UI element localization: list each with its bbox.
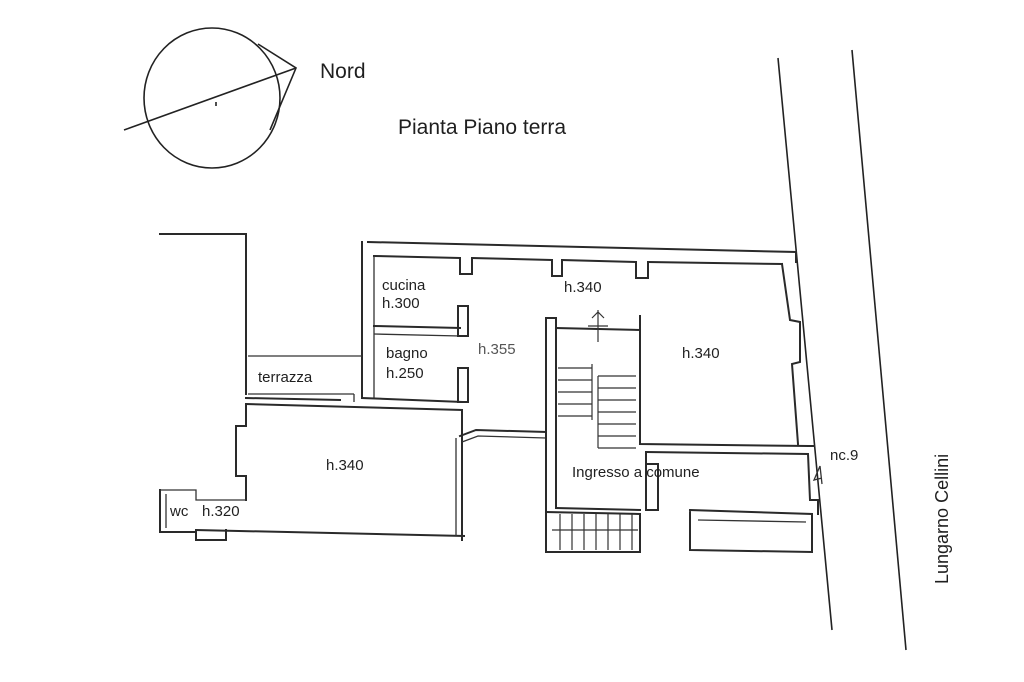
street-name: Lungarno Cellini xyxy=(932,454,952,584)
kitchen-label: cucina xyxy=(382,277,426,294)
entrance-bottom xyxy=(554,506,642,512)
kitchen-right-stub xyxy=(457,305,469,337)
main-room-height: h.340 xyxy=(326,457,364,474)
staircase xyxy=(552,310,638,550)
lower-stair-box xyxy=(544,510,641,553)
civic-number: nc.9 xyxy=(830,447,858,464)
wc-inner xyxy=(160,489,246,528)
wc-height: h.320 xyxy=(202,503,240,520)
top-hall-height: h.340 xyxy=(564,279,602,296)
wc-box xyxy=(159,489,227,541)
main-room-left xyxy=(235,403,247,501)
top-inner-wall xyxy=(372,254,784,266)
lower-right-room xyxy=(688,508,813,554)
compass-axis xyxy=(123,67,297,131)
plan-title: Pianta Piano terra xyxy=(398,116,566,139)
street-door-frame xyxy=(807,445,819,515)
entrance-top xyxy=(644,450,812,502)
corridor-lower-wall xyxy=(458,428,548,438)
street-lungarno xyxy=(777,49,907,651)
kitchen-bottom-wall xyxy=(372,324,462,330)
lower-right-inner xyxy=(697,519,807,523)
right-room-height: h.340 xyxy=(682,345,720,362)
corridor-height: h.355 xyxy=(478,341,516,358)
kitchen-bottom-wall-inner xyxy=(373,333,461,337)
stair-shaft xyxy=(545,317,557,553)
north-compass xyxy=(123,27,297,169)
bathroom-bottom-wall xyxy=(360,396,464,404)
bathroom-right-stub xyxy=(457,367,469,403)
stair-direction-icon xyxy=(588,310,608,342)
north-arrow-icon xyxy=(257,43,297,131)
entrance-left xyxy=(645,451,659,511)
entrance-arrow-icon xyxy=(812,465,823,485)
entrance-label: Ingresso a comune xyxy=(572,464,700,481)
wall-stubs-top xyxy=(459,257,649,279)
terrace-label: terrazza xyxy=(258,369,313,386)
compass-circle xyxy=(143,27,281,169)
stair-run-lower xyxy=(552,514,638,550)
wc-label: wc xyxy=(169,503,189,520)
street-edge-outer xyxy=(851,49,907,651)
boundary-left xyxy=(159,233,247,395)
stair-right xyxy=(638,315,810,448)
street-edge-inner xyxy=(777,57,833,631)
terrace-divider xyxy=(244,396,342,402)
main-room-bottom xyxy=(194,528,466,538)
north-label: Nord xyxy=(320,60,366,83)
stair-run-upper-left xyxy=(558,364,593,420)
stair-run-upper-right xyxy=(597,375,636,449)
corridor-lower-inner xyxy=(461,435,547,443)
main-room-top xyxy=(244,402,464,412)
bathroom-height: h.250 xyxy=(386,365,424,382)
bathroom-label: bagno xyxy=(386,345,428,362)
terrace-box xyxy=(248,355,362,402)
kitchen-height: h.300 xyxy=(382,295,420,312)
building-walls xyxy=(159,233,819,554)
right-room-right xyxy=(780,262,801,446)
top-outer-wall xyxy=(366,240,797,263)
